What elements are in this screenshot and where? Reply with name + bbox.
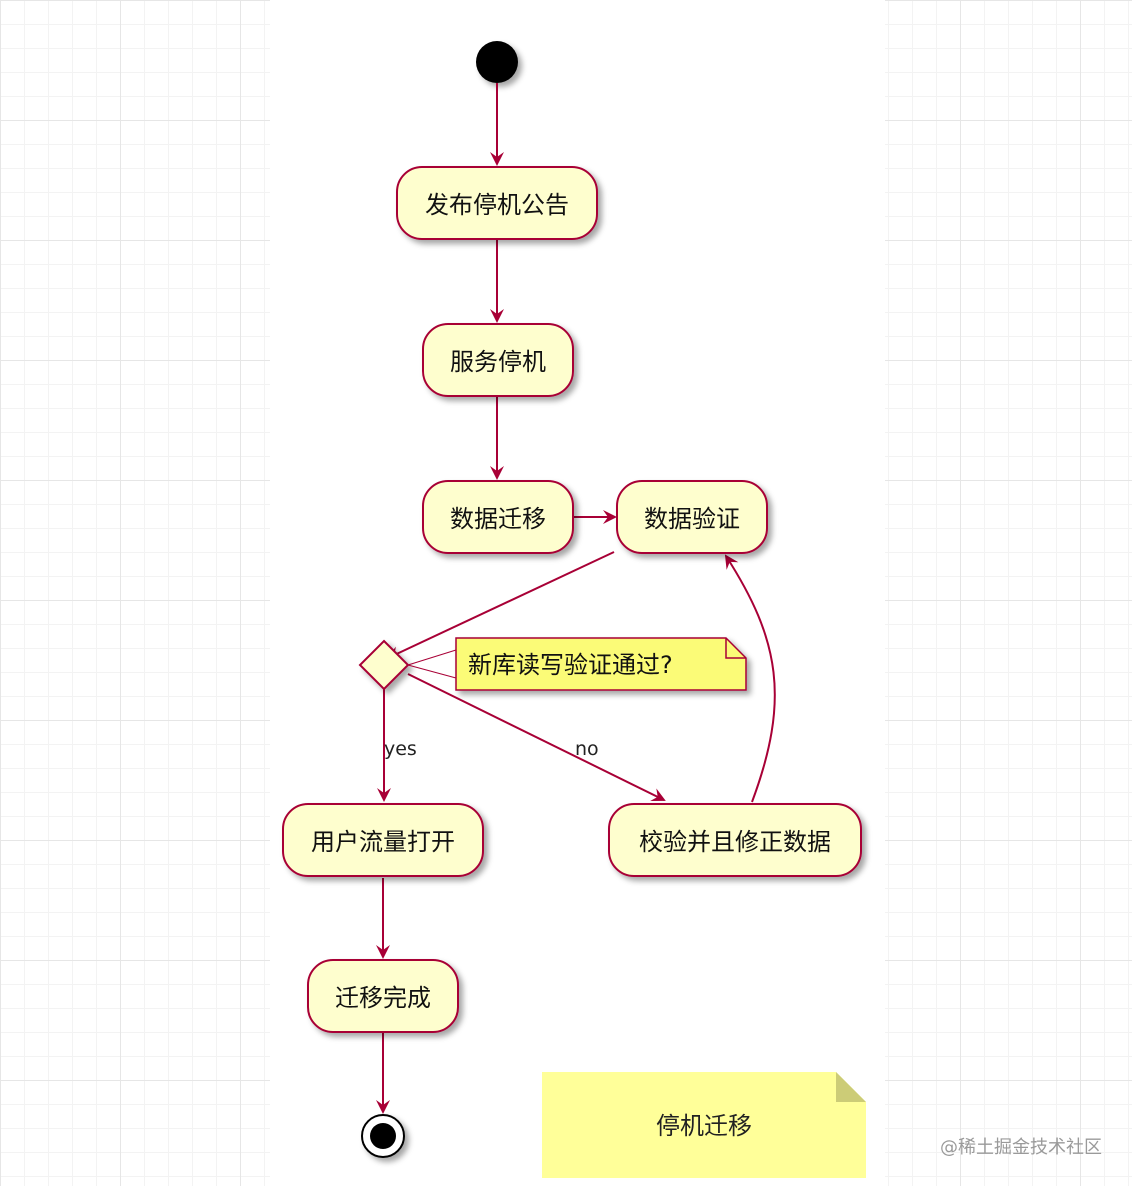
watermark: @稀土掘金技术社区 (940, 1137, 1102, 1158)
title-note: 停机迁移 (542, 1072, 866, 1178)
node-announce: 发布停机公告 (396, 166, 598, 240)
decision-note: 新库读写验证通过? (407, 637, 747, 691)
node-open-traffic: 用户流量打开 (282, 803, 484, 877)
node-verify: 数据验证 (616, 480, 768, 554)
arrow-no (407, 673, 666, 801)
branch-yes-label: yes (384, 738, 417, 760)
title-note-text: 停机迁移 (656, 1112, 752, 1140)
arrow-fix-verify (724, 554, 776, 803)
decision-diamond (358, 639, 410, 691)
node-announce-label: 发布停机公告 (425, 191, 569, 219)
node-fix-data-label: 校验并且修正数据 (639, 828, 831, 856)
arrow-verify-decision (386, 551, 615, 660)
start-node (476, 41, 518, 83)
node-stop-label: 服务停机 (450, 348, 546, 376)
decision-note-text: 新库读写验证通过? (468, 651, 673, 679)
node-verify-label: 数据验证 (644, 505, 740, 533)
node-fix-data: 校验并且修正数据 (608, 803, 862, 877)
node-open-traffic-label: 用户流量打开 (311, 828, 455, 856)
node-migrate: 数据迁移 (422, 480, 574, 554)
end-node (361, 1114, 405, 1158)
node-done-label: 迁移完成 (335, 984, 431, 1012)
branch-no-label: no (575, 738, 599, 760)
node-migrate-label: 数据迁移 (450, 505, 546, 533)
node-stop: 服务停机 (422, 323, 574, 397)
node-done: 迁移完成 (307, 959, 459, 1033)
